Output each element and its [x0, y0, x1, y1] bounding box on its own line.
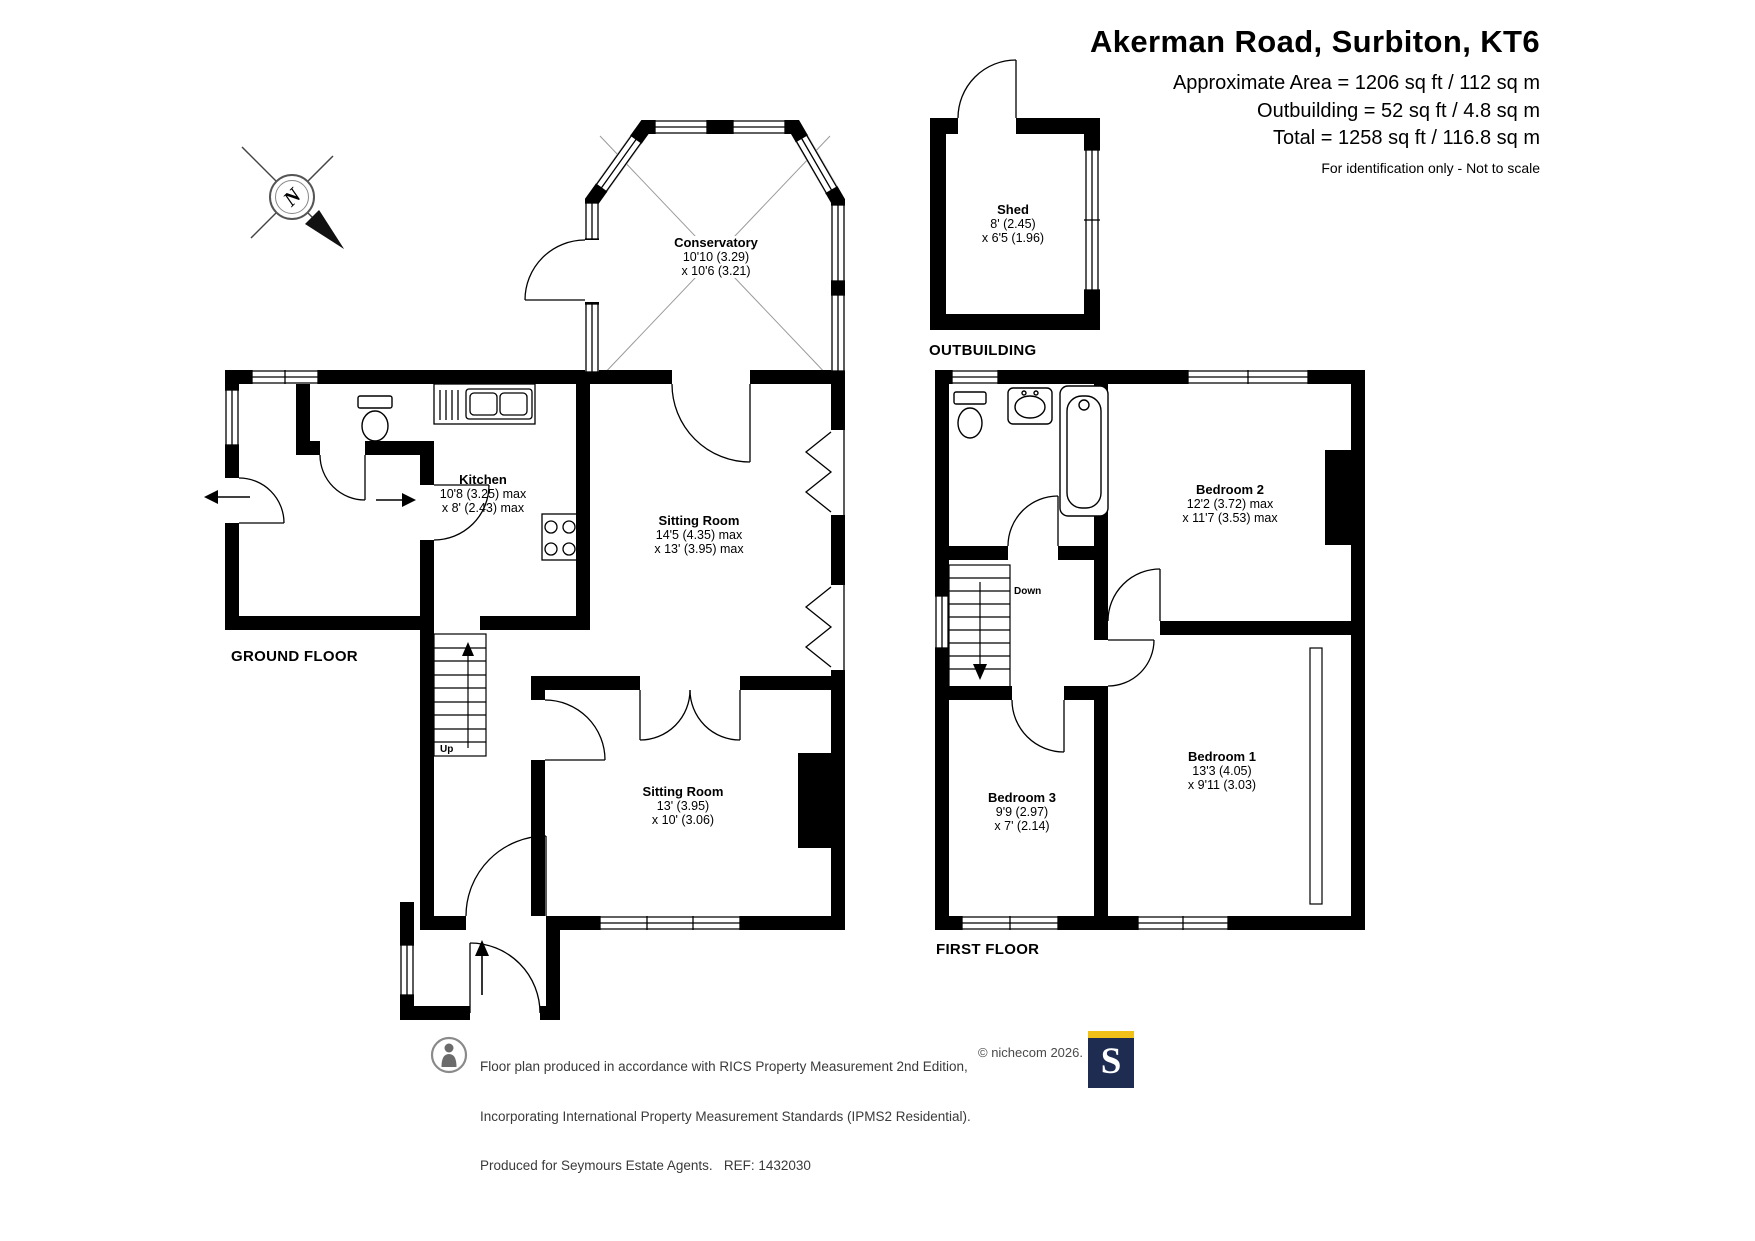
conservatory-window [585, 303, 599, 373]
first-floor-walls [935, 370, 1365, 930]
stove-icon [541, 513, 579, 561]
shed-window [1084, 149, 1100, 291]
bay-glazing [804, 585, 845, 670]
window [1187, 370, 1309, 384]
shed-door [957, 59, 1017, 119]
first-floor-windows [935, 370, 1309, 930]
toilet-icon [953, 391, 987, 439]
conservatory-window [831, 294, 845, 372]
outbuilding-area: Outbuilding = 52 sq ft / 4.8 sq m [1257, 99, 1540, 122]
first-floor-label: FIRST FLOOR [936, 941, 1040, 958]
conservatory-window [831, 204, 845, 282]
ground-floor-plan [204, 120, 845, 1020]
room-label-bedroom1: Bedroom 1 13'3 (4.05) x 9'11 (3.03) [1187, 749, 1257, 793]
first-floor-plan [935, 370, 1365, 930]
footer-disclaimer: Floor plan produced in accordance with R… [480, 1026, 971, 1191]
ground-floor-label: GROUND FLOOR [231, 648, 358, 665]
conservatory-window [595, 134, 643, 193]
stairs-up-label: Up [440, 744, 454, 755]
page-title: Akerman Road, Surbiton, KT6 [1089, 24, 1540, 59]
outbuilding-label: OUTBUILDING [929, 342, 1037, 359]
footer-line-2: Incorporating International Property Mea… [480, 1108, 971, 1124]
outbuilding-plan [930, 59, 1100, 330]
window [951, 370, 999, 384]
window [225, 389, 239, 446]
room-label-sitting-room-rear: Sitting Room 13' (3.95) x 10' (3.06) [642, 784, 724, 828]
ground-floor-walls [225, 370, 845, 1020]
conservatory-window [654, 120, 708, 134]
conservatory-door-gap [585, 240, 599, 302]
room-label-sitting-room-front: Sitting Room 14'5 (4.35) max x 13' (3.95… [654, 513, 744, 557]
kitchen-sink-icon [433, 383, 536, 425]
footer-line-1: Floor plan produced in accordance with R… [480, 1059, 968, 1074]
stairs-down-label: Down [1014, 586, 1042, 597]
approximate-area: Approximate Area = 1206 sq ft / 112 sq m [1172, 72, 1540, 94]
logo-letter: S [1100, 1041, 1122, 1082]
logo-accent-bar [1088, 1031, 1134, 1038]
room-label-shed: Shed 8' (2.45) x 6'5 (1.96) [981, 202, 1045, 246]
person-icon [430, 1036, 468, 1074]
bay-glazing [804, 430, 845, 515]
ground-floor-doors [238, 239, 751, 1014]
conservatory-window [795, 134, 838, 195]
room-label-kitchen: Kitchen 10'8 (3.25) max x 8' (2.43) max [439, 472, 527, 516]
bath-icon [1059, 385, 1109, 517]
conservatory-window [585, 202, 599, 240]
first-floor-doors [1007, 495, 1161, 753]
stairs-up [433, 633, 487, 757]
title-block: Akerman Road, Surbiton, KT6 Approximate … [1090, 24, 1540, 176]
room-label-bedroom3: Bedroom 3 9'9 (2.97) x 7' (2.14) [988, 790, 1056, 834]
compass-icon: N [241, 146, 344, 249]
room-label-bedroom2: Bedroom 2 12'2 (3.72) max x 11'7 (3.53) … [1182, 482, 1278, 526]
scale-disclaimer: For identification only - Not to scale [1321, 159, 1540, 176]
seymours-logo: S [1088, 1031, 1134, 1088]
total-area: Total = 1258 sq ft / 116.8 sq m [1272, 127, 1540, 149]
stairs-down [948, 564, 1011, 691]
window [251, 370, 319, 384]
entrance-arrows [204, 490, 489, 995]
toilet-icon [357, 395, 393, 442]
room-label-conservatory: Conservatory 10'10 (3.29) x 10'6 (3.21) [671, 236, 761, 278]
window [599, 916, 741, 930]
window [1137, 916, 1229, 930]
window [935, 595, 949, 649]
sink-icon [1007, 387, 1053, 425]
footer-line-3: Produced for Seymours Estate Agents. REF… [480, 1158, 811, 1173]
porch-window [400, 944, 414, 996]
window [961, 916, 1059, 930]
copyright-notice: © nichecom 2026. [978, 1045, 1083, 1060]
wardrobe [1309, 647, 1323, 905]
conservatory-window [732, 120, 786, 134]
ground-floor-windows [225, 120, 845, 996]
